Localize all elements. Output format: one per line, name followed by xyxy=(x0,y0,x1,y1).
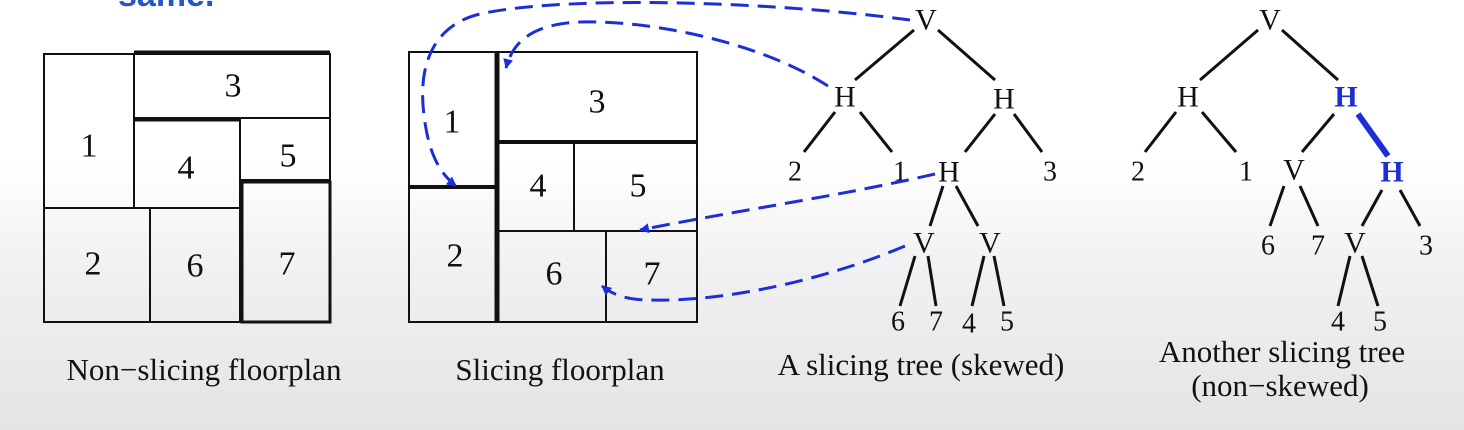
tree-leaf: 2 xyxy=(1131,157,1145,188)
tree-leaf: 3 xyxy=(1419,231,1433,262)
cell-label: 1 xyxy=(81,128,98,165)
tree-edges xyxy=(802,28,1044,307)
tree-leaf: 6 xyxy=(1261,231,1275,262)
caption-nonskewed-tree-line2: (non−skewed) xyxy=(1191,368,1369,403)
tree-node-h-highlighted: H xyxy=(1334,81,1357,114)
non-skewed-slicing-tree: V H H 2 1 V H 6 7 V 3 4 5 xyxy=(1131,4,1433,338)
highlighted-tree-edge xyxy=(1355,112,1391,158)
cell-label: 5 xyxy=(630,168,647,205)
cell-label: 2 xyxy=(447,238,464,275)
cell-label: 1 xyxy=(444,104,461,141)
tree-node-h: H xyxy=(834,81,856,114)
tree-node-h: H xyxy=(993,83,1015,116)
cell-label: 7 xyxy=(279,246,296,283)
tree-leaf: 4 xyxy=(1331,307,1345,338)
tree-node-v: V xyxy=(1259,4,1281,37)
caption-non-slicing: Non−slicing floorplan xyxy=(67,352,342,387)
mapping-arrows xyxy=(421,1,936,302)
tree-node-v: V xyxy=(1344,227,1366,260)
tree-leaf: 1 xyxy=(1239,157,1253,188)
cell-label: 3 xyxy=(589,84,606,121)
tree-leaf: 7 xyxy=(929,307,943,338)
tree-node-h: H xyxy=(938,156,960,189)
cell-7-border xyxy=(240,180,332,324)
cell-label: 4 xyxy=(178,150,195,187)
cell-label: 5 xyxy=(280,138,297,175)
cell-label: 3 xyxy=(225,68,242,105)
tree-node-h: H xyxy=(1177,81,1199,114)
cell-label: 4 xyxy=(530,168,547,205)
slicing-floorplan: 1 3 4 5 2 6 7 xyxy=(408,51,698,323)
tree-leaf: 7 xyxy=(1311,231,1325,262)
dashed-arrow-v-to-vertical-cut xyxy=(421,1,911,188)
skewed-slicing-tree: V H H 2 1 H 3 V V 6 7 4 5 xyxy=(788,4,1057,340)
non-slicing-floorplan: 1 3 4 5 2 6 7 xyxy=(43,50,332,324)
heading-fragment: same. xyxy=(118,0,214,14)
caption-nonskewed-tree-line1: Another slicing tree xyxy=(1159,334,1405,369)
tree-node-h-highlighted: H xyxy=(1380,156,1403,189)
tree-node-v: V xyxy=(979,227,1001,260)
tree-node-v: V xyxy=(915,4,937,37)
tree-leaf: 5 xyxy=(1000,307,1014,338)
tree-leaf: 6 xyxy=(891,307,905,338)
cell-label: 6 xyxy=(546,256,563,293)
tree-leaf: 3 xyxy=(1043,157,1057,188)
tree-edges xyxy=(1143,28,1422,307)
tree-leaf: 2 xyxy=(788,157,802,188)
dashed-arrow-h-to-horizontal-cut xyxy=(503,20,829,88)
tree-leaf: 5 xyxy=(1373,307,1387,338)
tree-node-v: V xyxy=(913,227,935,260)
tree-node-v: V xyxy=(1283,154,1305,187)
tree-leaf: 4 xyxy=(962,309,976,340)
caption-slicing: Slicing floorplan xyxy=(455,352,665,387)
dashed-arrow-h-to-cut xyxy=(639,172,936,234)
cell-label: 2 xyxy=(85,246,102,283)
cell-label: 7 xyxy=(644,256,661,293)
caption-skewed-tree: A slicing tree (skewed) xyxy=(778,347,1065,382)
dashed-arrow-v-to-cell xyxy=(601,244,906,302)
cell-label: 6 xyxy=(187,248,204,285)
